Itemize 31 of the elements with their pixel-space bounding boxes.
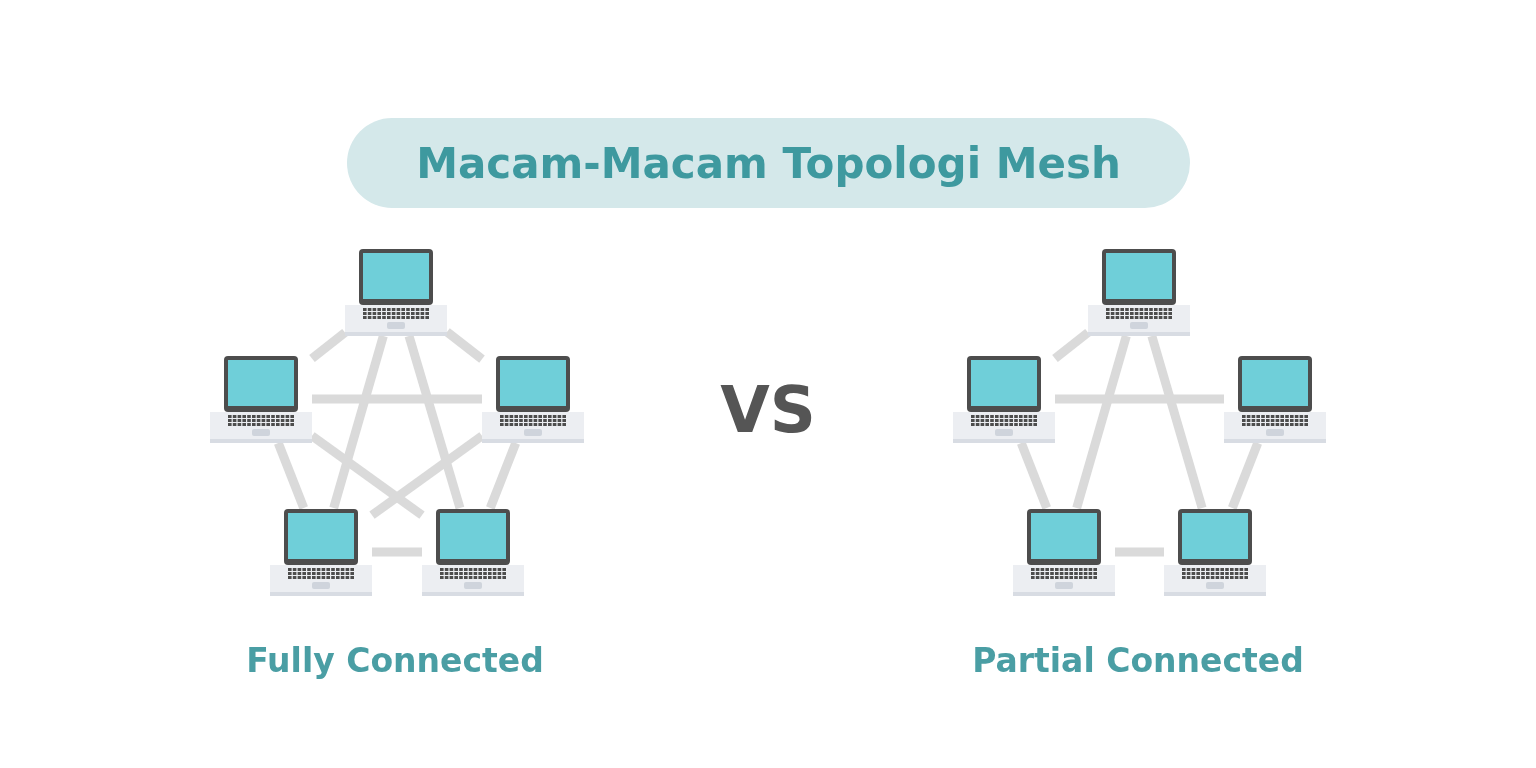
connection-line (404, 334, 465, 510)
connection-line (486, 441, 520, 510)
laptop-icon (270, 508, 372, 596)
laptop-icon (210, 355, 312, 443)
laptop-icon (1224, 355, 1326, 443)
title-pill: Macam-Macam Topologi Mesh (347, 118, 1190, 208)
caption: Partial Connected (972, 640, 1304, 680)
laptop-icon (345, 248, 447, 336)
connection-line (1115, 547, 1164, 557)
connection-line (444, 328, 485, 363)
laptop-icon (1088, 248, 1190, 336)
connection-line (1072, 334, 1131, 510)
connection-line (312, 394, 482, 404)
connection-line (1228, 441, 1262, 510)
connection-line (1147, 334, 1207, 510)
connection-line (1052, 328, 1091, 363)
connection-line (369, 432, 485, 519)
laptop-icon (1013, 508, 1115, 596)
vs-text: VS (720, 373, 816, 447)
connection-line (329, 334, 388, 510)
connection-line (1055, 394, 1224, 404)
connection-line (372, 547, 422, 557)
connection-line (309, 328, 348, 363)
laptop-icon (953, 355, 1055, 443)
laptop-icon (482, 355, 584, 443)
caption: Fully Connected (246, 640, 544, 680)
laptop-icon (422, 508, 524, 596)
laptop-icon (1164, 508, 1266, 596)
connection-line (309, 432, 425, 519)
connection-line (274, 441, 308, 510)
connection-line (1017, 441, 1051, 510)
